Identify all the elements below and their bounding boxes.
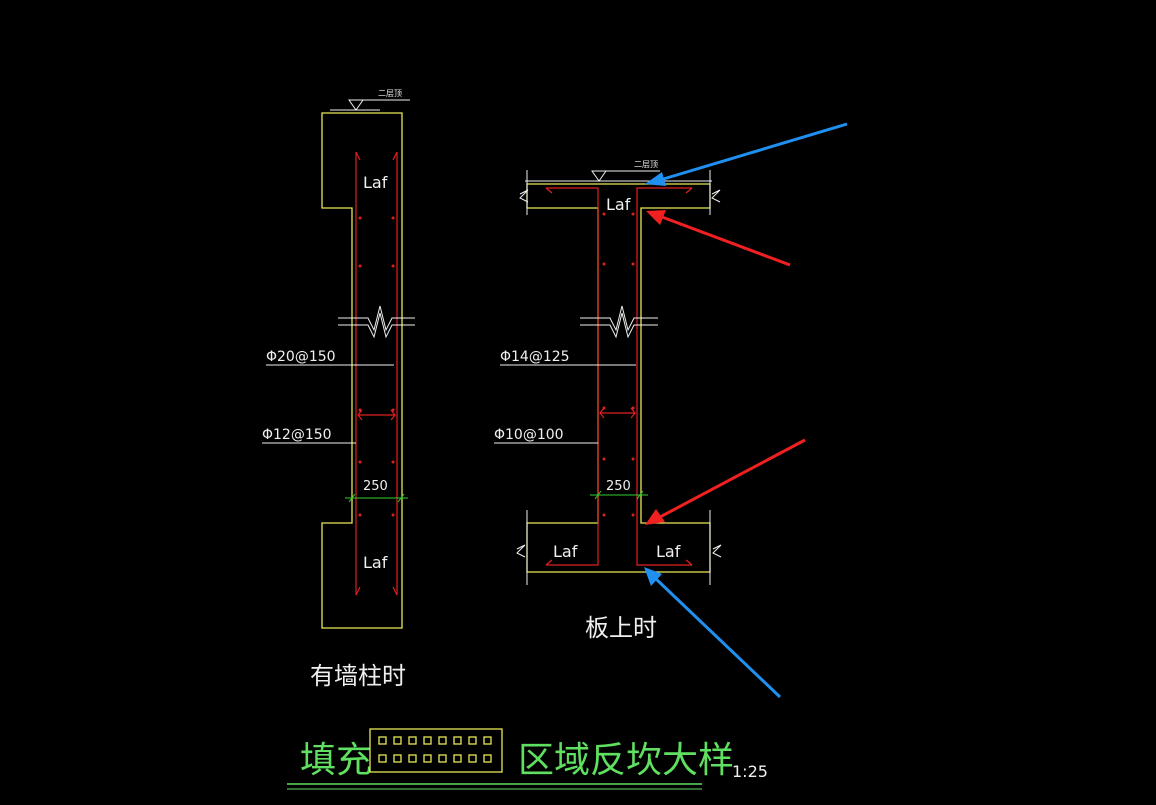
title-prefix: 填充 bbox=[300, 740, 372, 781]
left-vertical-rebar-label: Φ20@150 bbox=[266, 349, 336, 365]
right-horizontal-rebar-label: Φ10@100 bbox=[494, 427, 564, 443]
right-width-dimension: 250 bbox=[590, 479, 648, 500]
left-level-mark: 二层顶 bbox=[330, 89, 410, 111]
right-level-mark: 二层顶 bbox=[591, 160, 660, 182]
right-laf-bottom-right: Laf bbox=[656, 542, 681, 561]
right-caption: 板上时 bbox=[585, 614, 657, 642]
left-wall-outline bbox=[321, 112, 403, 629]
red-arrow-top bbox=[646, 210, 791, 267]
left-width-dimension: 250 bbox=[345, 479, 408, 503]
right-vertical-rebar-label: Φ14@125 bbox=[500, 349, 570, 365]
blue-arrow-bottom bbox=[644, 567, 782, 699]
right-detail: 二层顶 bbox=[494, 160, 722, 642]
right-level-mark-label: 二层顶 bbox=[634, 160, 658, 169]
left-caption: 有墙柱时 bbox=[310, 662, 406, 690]
annotation-arrows bbox=[644, 122, 848, 699]
title-suffix: 区域反坎大样 bbox=[518, 740, 734, 781]
right-rebar-cage bbox=[545, 187, 693, 566]
fill-pattern-swatch bbox=[369, 728, 503, 773]
right-width-dim-label: 250 bbox=[606, 479, 631, 494]
drawing-scale: 1:25 bbox=[732, 762, 768, 781]
left-detail: 二层顶 Laf Laf bbox=[262, 89, 415, 690]
left-rebar-cage bbox=[355, 151, 398, 596]
blue-arrow-top bbox=[645, 122, 848, 186]
left-break-symbol bbox=[338, 305, 415, 339]
left-laf-top: Laf bbox=[363, 173, 388, 192]
right-break-symbol bbox=[580, 305, 658, 339]
left-laf-bottom: Laf bbox=[363, 553, 388, 572]
right-wall-outline bbox=[526, 183, 711, 573]
left-width-dim-label: 250 bbox=[363, 479, 388, 494]
right-laf-bottom-left: Laf bbox=[553, 542, 578, 561]
right-slab-break-marks bbox=[516, 170, 722, 585]
right-laf-top: Laf bbox=[606, 195, 631, 214]
title-block: 填充 区域反坎大样 1:25 bbox=[287, 728, 768, 790]
left-level-mark-label: 二层顶 bbox=[378, 89, 402, 98]
red-arrow-bottom bbox=[645, 438, 806, 525]
left-horizontal-rebar-label: Φ12@150 bbox=[262, 427, 332, 443]
